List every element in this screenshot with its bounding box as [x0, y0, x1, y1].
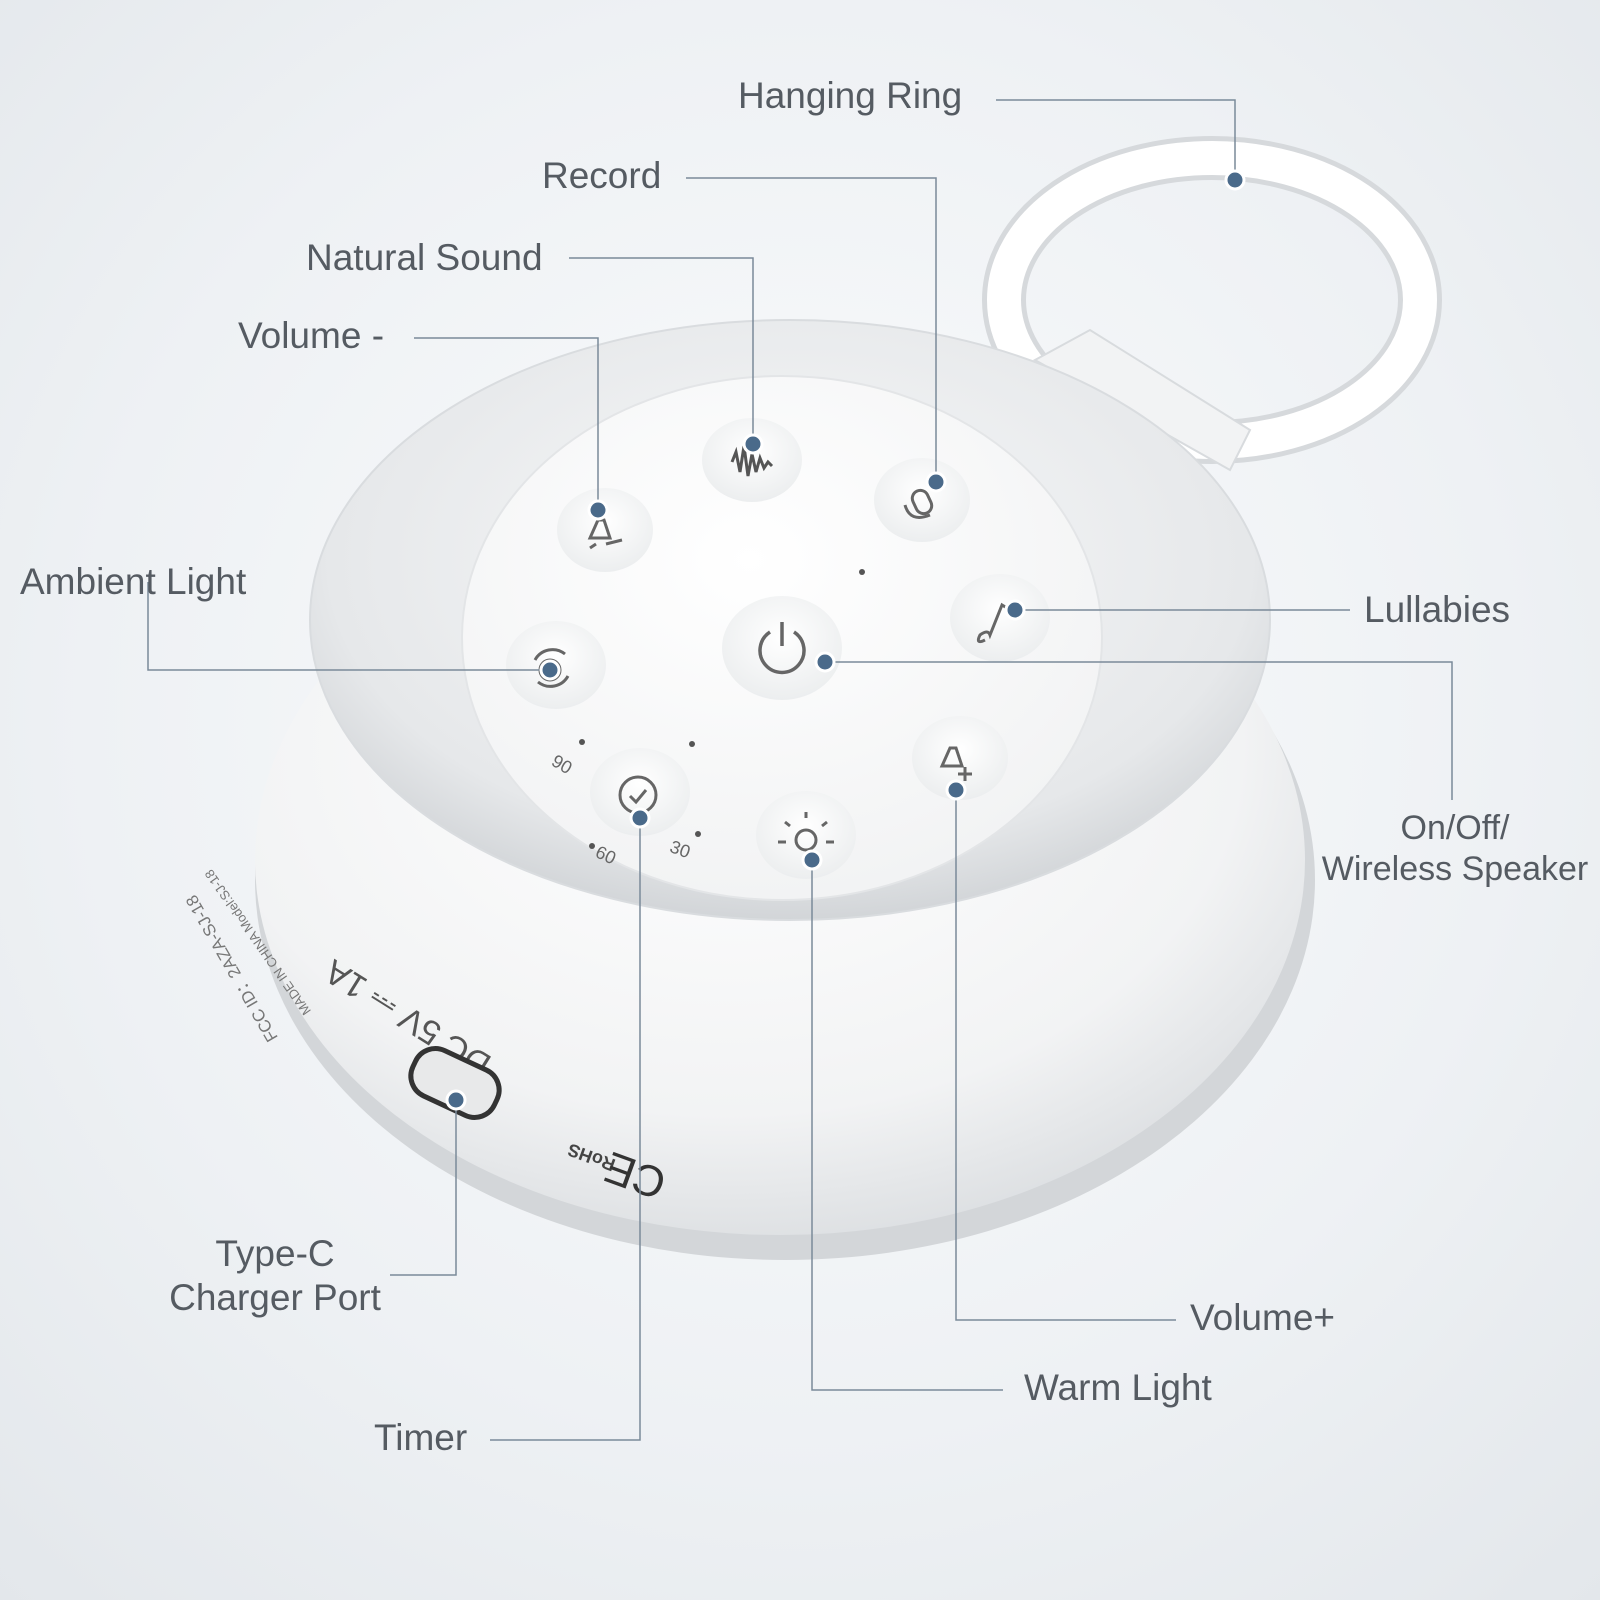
marker-dot-volume-minus — [587, 499, 609, 521]
leader-line-hanging-ring — [996, 99, 1236, 180]
label-timer: Timer — [374, 1417, 468, 1458]
leader-line-on-off — [825, 661, 1453, 800]
label-ambient-light: Ambient Light — [20, 561, 247, 602]
record-icon — [903, 488, 934, 519]
volume-plus-button[interactable] — [912, 716, 1008, 800]
label-on-off-line2: Wireless Speaker — [1321, 849, 1589, 888]
marker-dot-timer — [629, 807, 651, 829]
label-volume-plus: Volume+ — [1190, 1297, 1336, 1338]
leader-line-warm-light — [811, 860, 1003, 1391]
leader-line-record — [686, 177, 937, 482]
power-button[interactable] — [722, 596, 842, 700]
label-volume-minus: Volume - — [238, 315, 385, 356]
label-type-c-line2: Charger Port — [169, 1277, 381, 1319]
label-warm-light: Warm Light — [1024, 1367, 1212, 1408]
indicator-dots — [579, 569, 865, 849]
marker-dot-warm-light — [801, 849, 823, 871]
volume-minus-button[interactable] — [557, 488, 653, 572]
leader-line-natural-sound — [569, 257, 754, 444]
volume-minus-icon — [587, 518, 623, 550]
marker-dot-hanging-ring — [1224, 169, 1246, 191]
lullabies-button[interactable] — [950, 574, 1050, 662]
label-type-c: Type-C Charger Port — [150, 1232, 400, 1321]
label-hanging-ring: Hanging Ring — [738, 75, 963, 116]
marker-dot-natural-sound — [742, 433, 764, 455]
marker-dot-type-c — [445, 1089, 467, 1111]
leader-line-ambient-light — [147, 582, 550, 671]
hanging-ring — [982, 136, 1442, 472]
label-natural-sound: Natural Sound — [306, 237, 543, 278]
marker-dot-on-off — [814, 651, 836, 673]
leader-lines — [147, 99, 1453, 1441]
warm-light-button[interactable] — [756, 791, 856, 879]
volume-plus-icon — [939, 746, 972, 781]
label-lullabies: Lullabies — [1364, 589, 1511, 630]
warm-light-icon — [778, 812, 834, 852]
marker-dot-record — [925, 471, 947, 493]
label-record: Record — [542, 155, 662, 196]
natural-sound-button[interactable] — [702, 418, 802, 502]
label-on-off-line1: On/Off/ — [1400, 809, 1510, 847]
marker-dot-lullabies — [1004, 599, 1026, 621]
power-icon — [758, 622, 806, 675]
marker-dot-volume-plus — [945, 779, 967, 801]
leader-line-volume-minus — [414, 337, 599, 510]
leader-line-type-c — [390, 1100, 457, 1276]
marker-dot-ambient-light — [539, 659, 561, 681]
leader-line-volume-plus — [955, 790, 1176, 1321]
type-c-port — [408, 1046, 502, 1120]
marker-dots — [445, 169, 1246, 1111]
label-type-c-line1: Type-C — [215, 1233, 335, 1274]
record-button[interactable] — [874, 458, 970, 542]
label-on-off: On/Off/ Wireless Speaker — [1320, 808, 1590, 890]
leader-line-timer — [490, 818, 641, 1441]
